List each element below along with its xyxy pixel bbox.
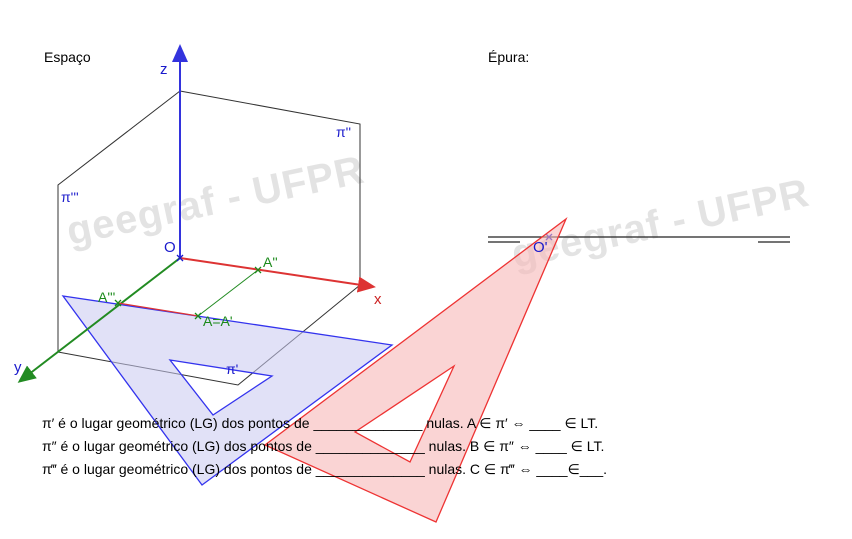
blue-set-square xyxy=(61,295,394,486)
point-a-marker xyxy=(194,312,202,320)
origin-marker xyxy=(176,254,184,262)
point-a3-marker xyxy=(114,299,122,307)
sentence-3-blank: ______________ xyxy=(315,461,425,477)
sentence-3-mid: nulas. C ∈ π‴ ⇔ xyxy=(424,461,537,477)
sentence-line-2: π″ é o lugar geométrico (LG) dos pontos … xyxy=(42,437,604,455)
y-axis xyxy=(17,257,181,383)
x-axis-label: x xyxy=(374,291,382,308)
sentence-line-3: π‴ é o lugar geométrico (LG) dos pontos … xyxy=(42,460,607,478)
red-set-square xyxy=(263,217,568,523)
point-a3-label: A''' xyxy=(98,289,115,305)
plane-pi2-outline xyxy=(179,90,361,285)
origin-label: O xyxy=(164,239,176,256)
x-axis xyxy=(179,257,376,293)
sentence-1-blank2: ____ xyxy=(529,415,561,431)
pi2-label: π'' xyxy=(336,124,351,140)
point-markers xyxy=(114,266,262,320)
sentence-1-mid: nulas. A ∈ π′ ⇔ xyxy=(422,415,530,431)
sentence-1-blank: ______________ xyxy=(313,415,423,431)
sentence-2-pre: π″ é o lugar geométrico (LG) dos pontos … xyxy=(42,438,316,454)
title-epura: Épura: xyxy=(488,49,529,65)
sentence-line-1: π′ é o lugar geométrico (LG) dos pontos … xyxy=(42,414,598,432)
projection-a3-a xyxy=(117,302,199,317)
sentence-2-blank2: ____ xyxy=(535,438,567,454)
watermark-left: geegraf - UFPR xyxy=(63,148,368,254)
sentence-1-post: ∈ LT. xyxy=(560,415,599,431)
pi3-label: π''' xyxy=(61,189,79,205)
plane-pi3-outline xyxy=(57,90,181,352)
sentence-3-pre: π‴ é o lugar geométrico (LG) dos pontos … xyxy=(42,461,316,477)
watermark-right: geegraf - UFPR xyxy=(508,171,813,277)
sentence-3-blank2: ____ xyxy=(536,461,568,477)
sentence-1-pre: π′ é o lugar geométrico (LG) dos pontos … xyxy=(42,415,314,431)
point-a2-marker xyxy=(254,266,262,274)
point-a2-label: A'' xyxy=(263,254,278,270)
sentence-2-blank: ______________ xyxy=(315,438,425,454)
sentence-2-post: ∈ LT. xyxy=(566,438,605,454)
epura-origin-label: O' xyxy=(533,239,548,256)
projection-a2-a xyxy=(197,269,259,317)
title-espaco: Espaço xyxy=(44,49,91,65)
pi1-label: π' xyxy=(226,361,238,377)
point-a-label: A=A' xyxy=(203,313,233,329)
y-axis-label: y xyxy=(14,359,22,376)
z-axis-label: z xyxy=(160,61,168,78)
sentence-2-mid: nulas. B ∈ π″ ⇔ xyxy=(424,438,536,454)
sentence-3-post: ∈___. xyxy=(567,461,608,477)
